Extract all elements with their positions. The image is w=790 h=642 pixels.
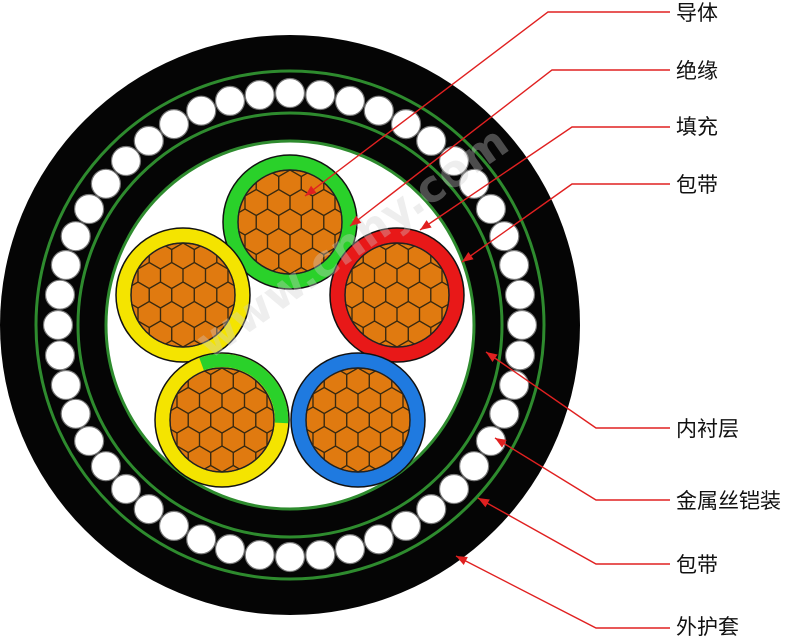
label-steel-wire-armour: 金属丝铠装 [676,489,781,513]
armour-wire [158,510,190,542]
label-filler: 填充 [676,115,718,139]
armour-wire [110,145,142,177]
label-conductor: 导体 [676,1,718,25]
leader-outer-sheath-arrowhead [456,556,468,566]
leader-inner-sheath [485,351,670,429]
armour-wire [214,533,246,565]
armour-wire [60,398,91,429]
leader-filler-arrowhead [420,220,432,230]
conductor-cores [115,154,465,488]
leader-conductor [304,11,670,197]
armour-wire [110,473,142,505]
armour-wire [416,125,447,156]
label-wrapping-tape-outer: 包带 [676,553,718,577]
armour-wire [42,309,74,341]
armour-wire [305,79,336,111]
armour-wire [44,340,76,371]
green-core [222,154,358,290]
leader-insulation [349,69,670,227]
armour-wire [390,510,422,542]
leader-wrapping-tape-outer-arrowhead [478,498,490,508]
armour-wire [498,249,530,281]
armour-wire [50,249,82,281]
inner-wrapping-tape-ring [76,111,504,539]
leader-insulation-arrowhead [350,215,362,226]
leader-filler [419,126,670,231]
label-inner-sheath: 内衬层 [676,417,739,441]
armour-wire [334,533,366,565]
armour-wire [489,398,520,429]
armour-wire [244,79,275,111]
armour-wire [506,309,538,341]
armour-wire [438,473,470,505]
armour-wire [390,108,422,140]
armour-wire [504,340,536,371]
armour-wire [133,125,164,156]
armour-wire [416,494,447,525]
armour-wire [498,369,530,401]
steel-wire-armour [42,77,538,573]
armour-wire [73,193,105,225]
leader-lines [304,11,670,629]
armour-wire [73,425,105,457]
armour-wire [475,193,506,225]
armour-wire [214,85,246,117]
leader-wrapping-tape-inner-arrowhead [462,251,474,262]
label-insulation: 绝缘 [676,59,718,83]
armour-wire [186,524,217,555]
armour-wire [90,451,122,482]
leader-steel-wire-armour-arrowhead [495,438,507,448]
leader-wrapping-tape-outer [477,497,670,565]
armour-wire [363,95,394,126]
leader-steel-wire-armour [494,437,670,501]
armour-wire [90,168,122,199]
label-wrapping-tape-inner: 包带 [676,173,718,197]
armour-wire [244,539,275,571]
yellow-core [115,227,251,363]
armour-wire [504,279,536,310]
armour-wire [305,539,336,571]
armour-wire [489,221,520,252]
leader-wrapping-tape-inner [461,183,670,263]
armour-wire [133,494,164,525]
leader-outer-sheath [455,555,670,629]
leader-inner-sheath-arrowhead [486,352,498,362]
label-outer-sheath: 外护套 [676,615,739,639]
armour-wire [334,85,366,117]
armour-wire [459,451,490,482]
armour-wire [50,369,82,401]
armour-wire [158,108,190,140]
blue-core [290,352,426,488]
armour-wire [60,221,91,252]
armour-wire [186,95,217,126]
yellow-green-core [154,352,290,488]
armour-wire [44,279,76,310]
leader-conductor-arrowhead [305,185,317,196]
armour-wire [274,77,306,109]
red-core [329,227,465,363]
insulation-stripe [199,353,289,424]
armour-wire [274,541,306,573]
armour-wire [363,524,394,555]
